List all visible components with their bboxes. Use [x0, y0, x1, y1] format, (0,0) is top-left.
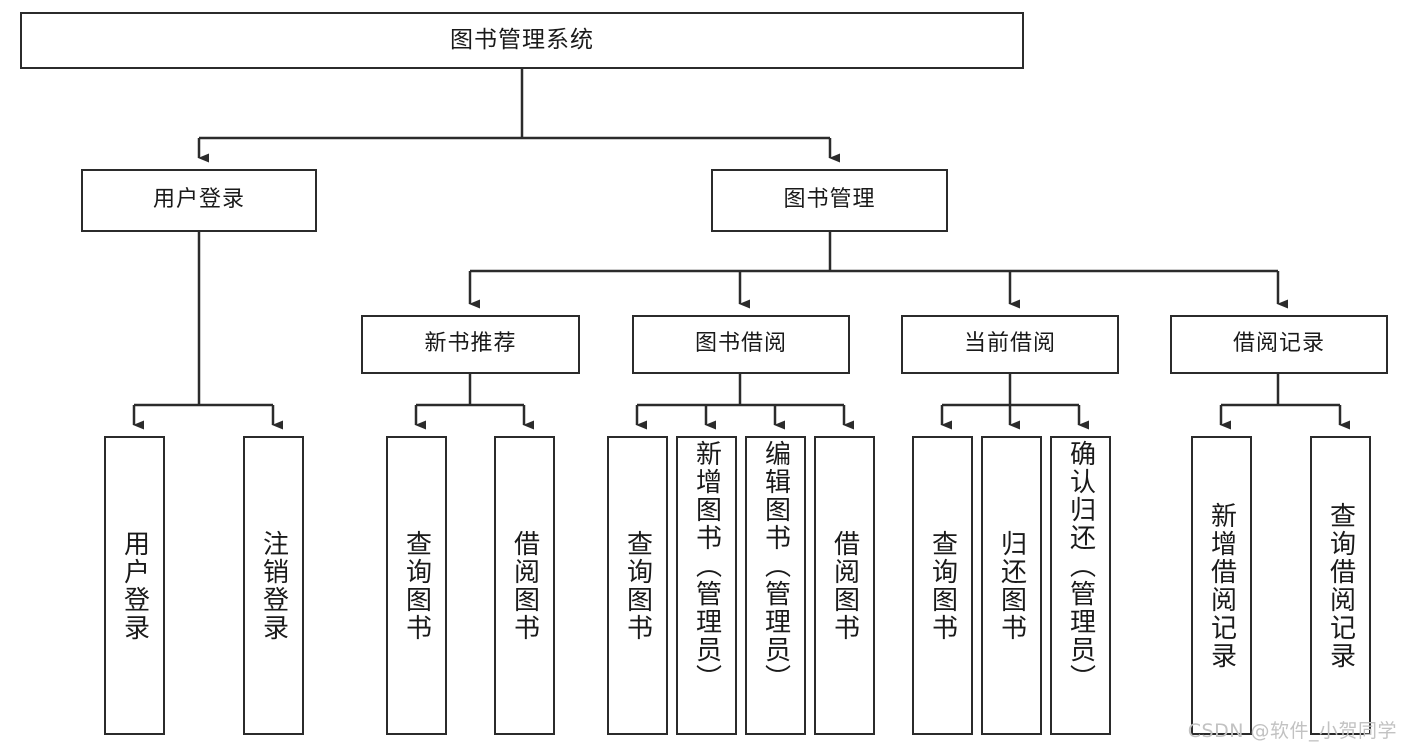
node-label: 新书推荐 [424, 331, 517, 357]
leaf-add-record[interactable]: 新增借阅记录 [1191, 436, 1252, 735]
node-label: 编辑图书（管理员） [760, 440, 791, 692]
node-root-system[interactable]: 图书管理系统 [20, 12, 1024, 69]
node-label: 用户登录 [152, 187, 245, 213]
node-new-book-recommend[interactable]: 新书推荐 [361, 315, 580, 374]
node-label: 用户登录 [119, 529, 150, 642]
leaf-borrow-book-2[interactable]: 借阅图书 [814, 436, 875, 735]
node-label: 新增图书（管理员） [691, 440, 722, 692]
node-label: 查询图书 [927, 529, 958, 642]
node-current-borrow[interactable]: 当前借阅 [901, 315, 1119, 374]
node-label: 图书借阅 [694, 331, 787, 357]
node-label: 新增借阅记录 [1206, 501, 1237, 670]
csdn-watermark: CSDN @软件_小贺同学 [1187, 720, 1397, 742]
node-label: 当前借阅 [963, 331, 1056, 357]
leaf-query-record[interactable]: 查询借阅记录 [1310, 436, 1371, 735]
leaf-user-login[interactable]: 用户登录 [104, 436, 165, 735]
leaf-borrow-book-1[interactable]: 借阅图书 [494, 436, 555, 735]
node-label: 查询图书 [401, 529, 432, 642]
node-label: 借阅图书 [829, 529, 860, 642]
node-book-borrow[interactable]: 图书借阅 [632, 315, 850, 374]
node-book-manage[interactable]: 图书管理 [711, 169, 948, 232]
leaf-query-book-2[interactable]: 查询图书 [607, 436, 668, 735]
node-label: 确认归还（管理员） [1065, 440, 1096, 692]
leaf-return-book[interactable]: 归还图书 [981, 436, 1042, 735]
leaf-edit-book[interactable]: 编辑图书（管理员） [745, 436, 806, 735]
node-label: 归还图书 [996, 529, 1027, 642]
leaf-query-book-3[interactable]: 查询图书 [912, 436, 973, 735]
node-label: 借阅图书 [509, 529, 540, 642]
node-user-login[interactable]: 用户登录 [81, 169, 317, 232]
leaf-add-book[interactable]: 新增图书（管理员） [676, 436, 737, 735]
node-label: 查询图书 [622, 529, 653, 642]
leaf-confirm-return[interactable]: 确认归还（管理员） [1050, 436, 1111, 735]
node-borrow-record[interactable]: 借阅记录 [1170, 315, 1388, 374]
node-label: 借阅记录 [1232, 331, 1325, 357]
node-label: 注销登录 [258, 529, 289, 642]
leaf-query-book-1[interactable]: 查询图书 [386, 436, 447, 735]
node-label: 图书管理 [783, 187, 876, 213]
node-label: 查询借阅记录 [1325, 501, 1356, 670]
node-label: 图书管理系统 [450, 26, 594, 53]
leaf-logout-login[interactable]: 注销登录 [243, 436, 304, 735]
